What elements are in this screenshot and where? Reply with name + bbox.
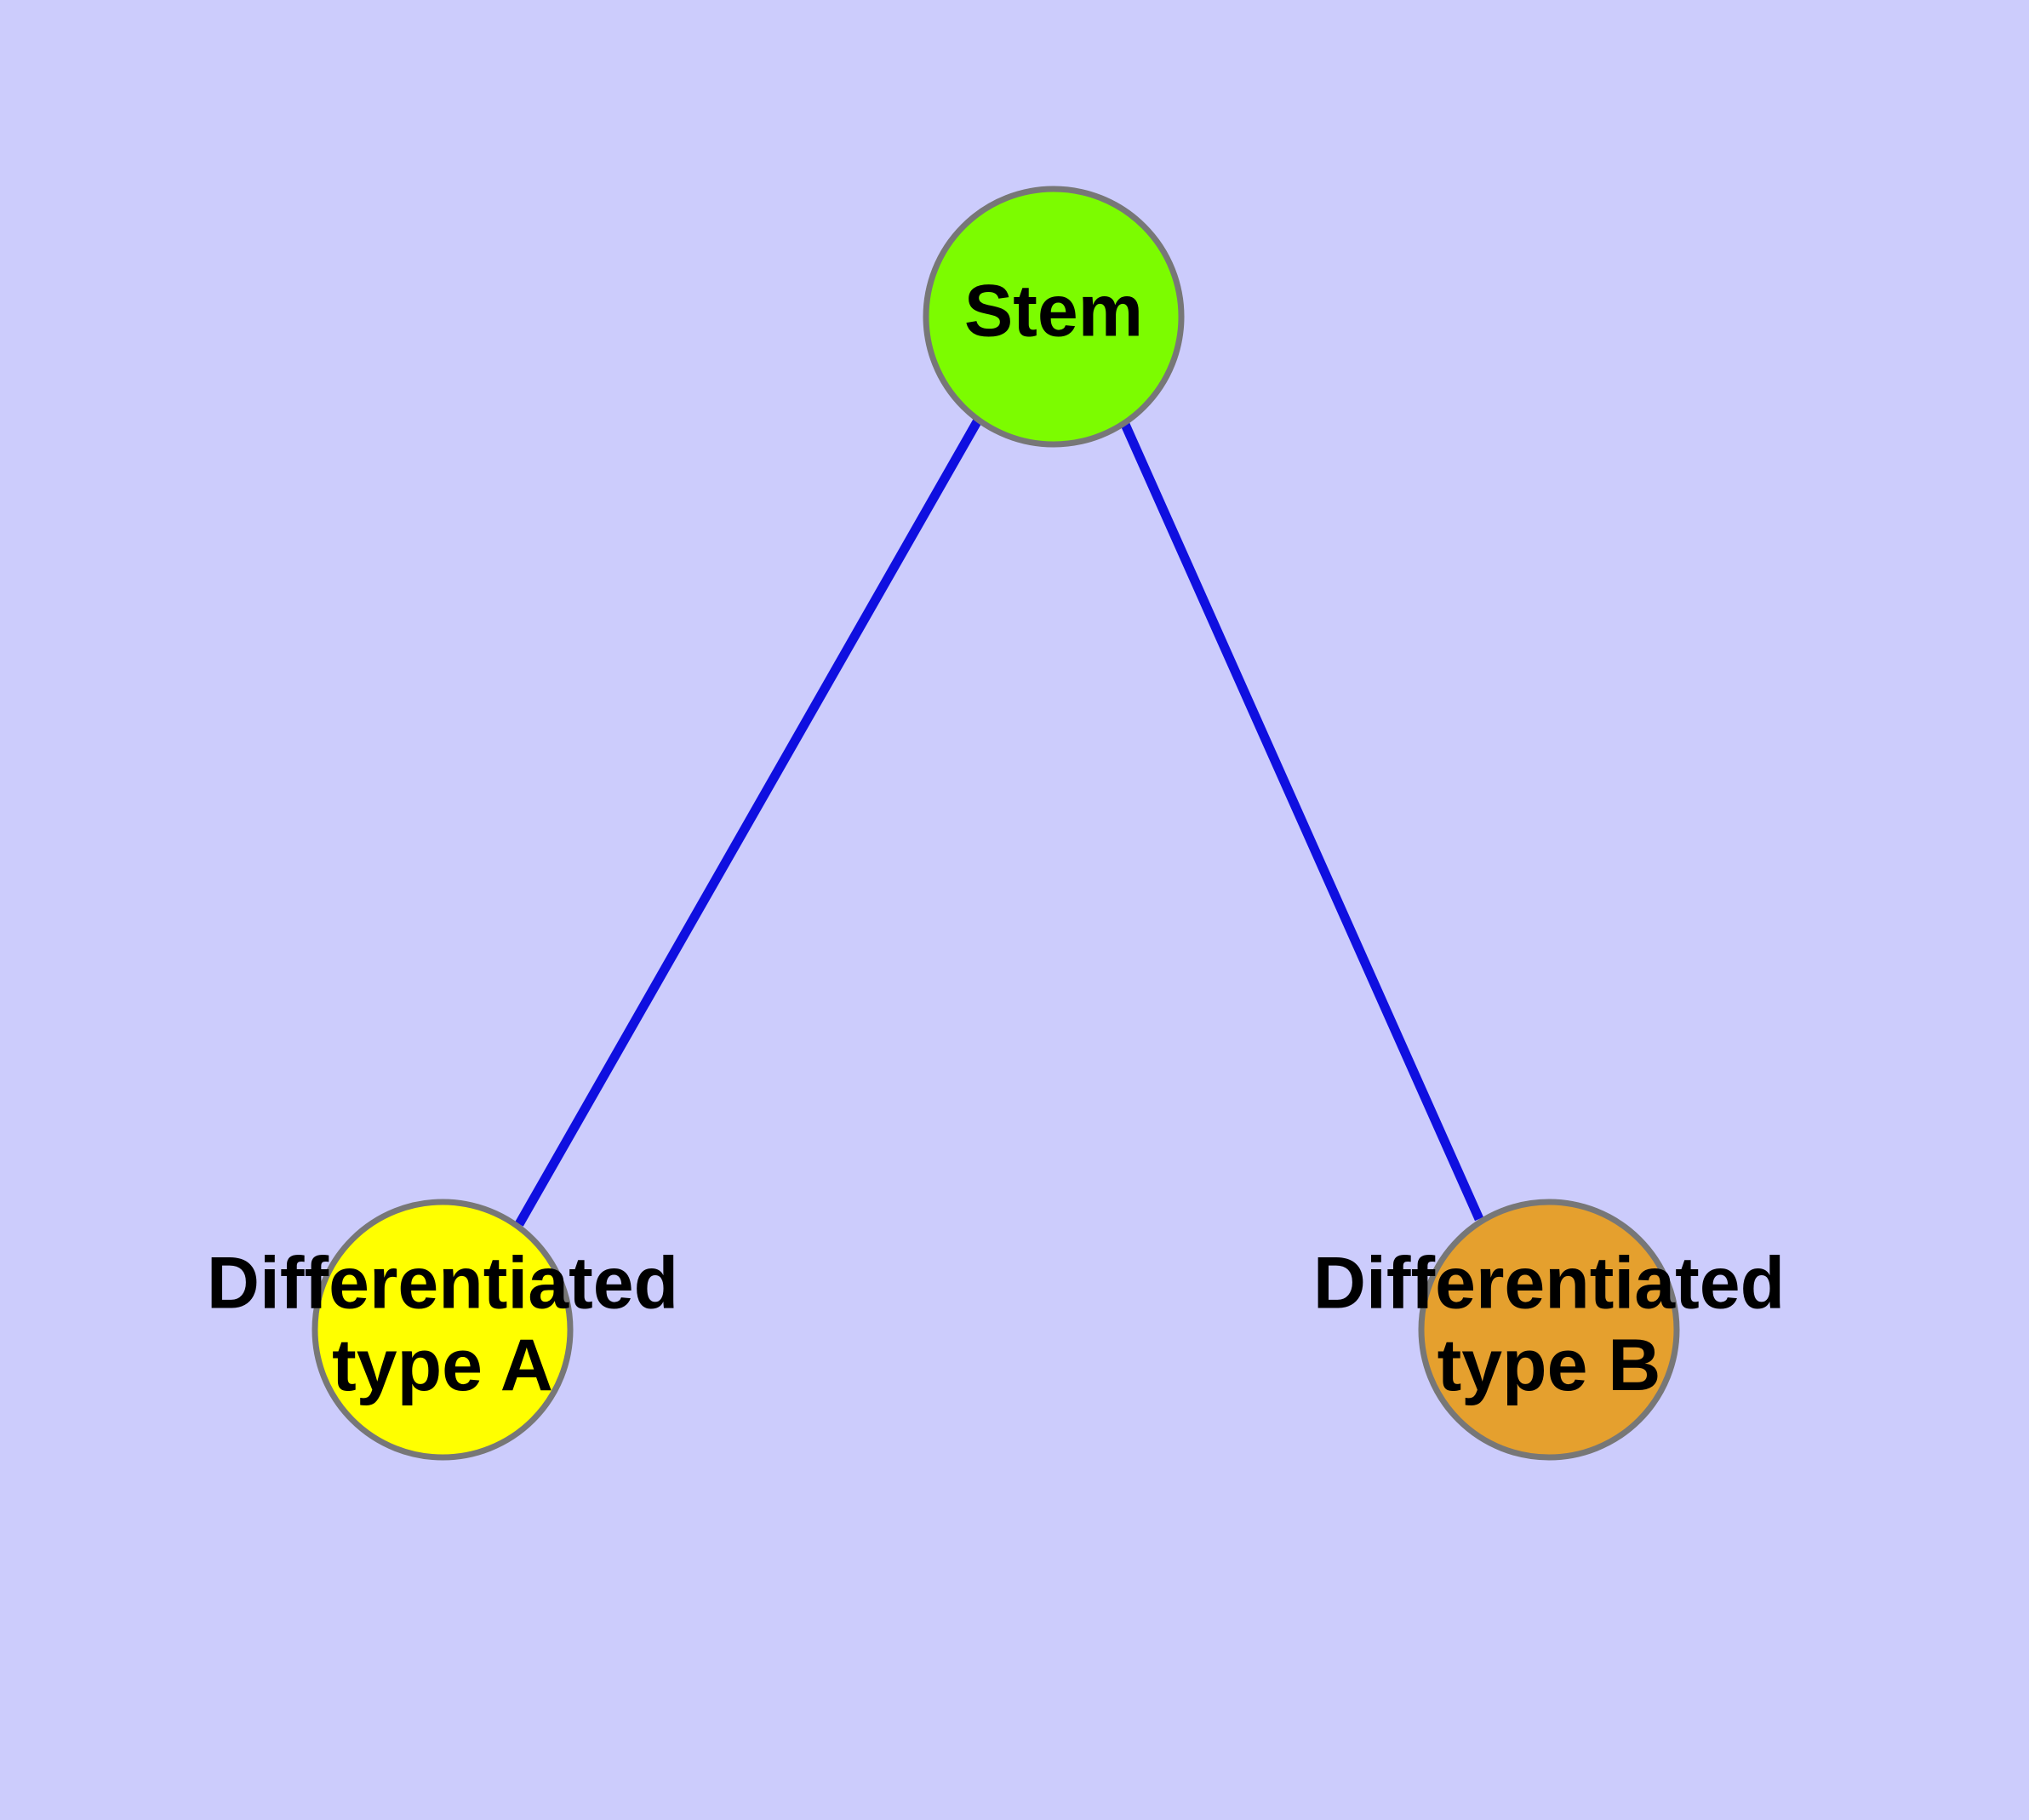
node-circle-stem[interactable] bbox=[923, 186, 1185, 448]
node-label-diff-b-line1: Differentiated bbox=[1313, 1243, 1785, 1325]
node-label-diff-a-line2: type A bbox=[332, 1325, 553, 1406]
edge-stem-to-diff-b[interactable] bbox=[1118, 418, 1484, 1222]
edge-stem-to-diff-a[interactable] bbox=[515, 416, 983, 1227]
node-label-diff-a-line1: Differentiated bbox=[207, 1243, 678, 1325]
node-stem[interactable]: Stem bbox=[923, 186, 1185, 448]
node-circle-diff-a[interactable] bbox=[311, 1199, 574, 1461]
node-label-stem-line1: Stem bbox=[964, 271, 1143, 352]
edges-group bbox=[515, 416, 1484, 1227]
node-label-diff-b-line2: type B bbox=[1437, 1325, 1661, 1406]
node-circle-diff-b[interactable] bbox=[1418, 1199, 1680, 1461]
